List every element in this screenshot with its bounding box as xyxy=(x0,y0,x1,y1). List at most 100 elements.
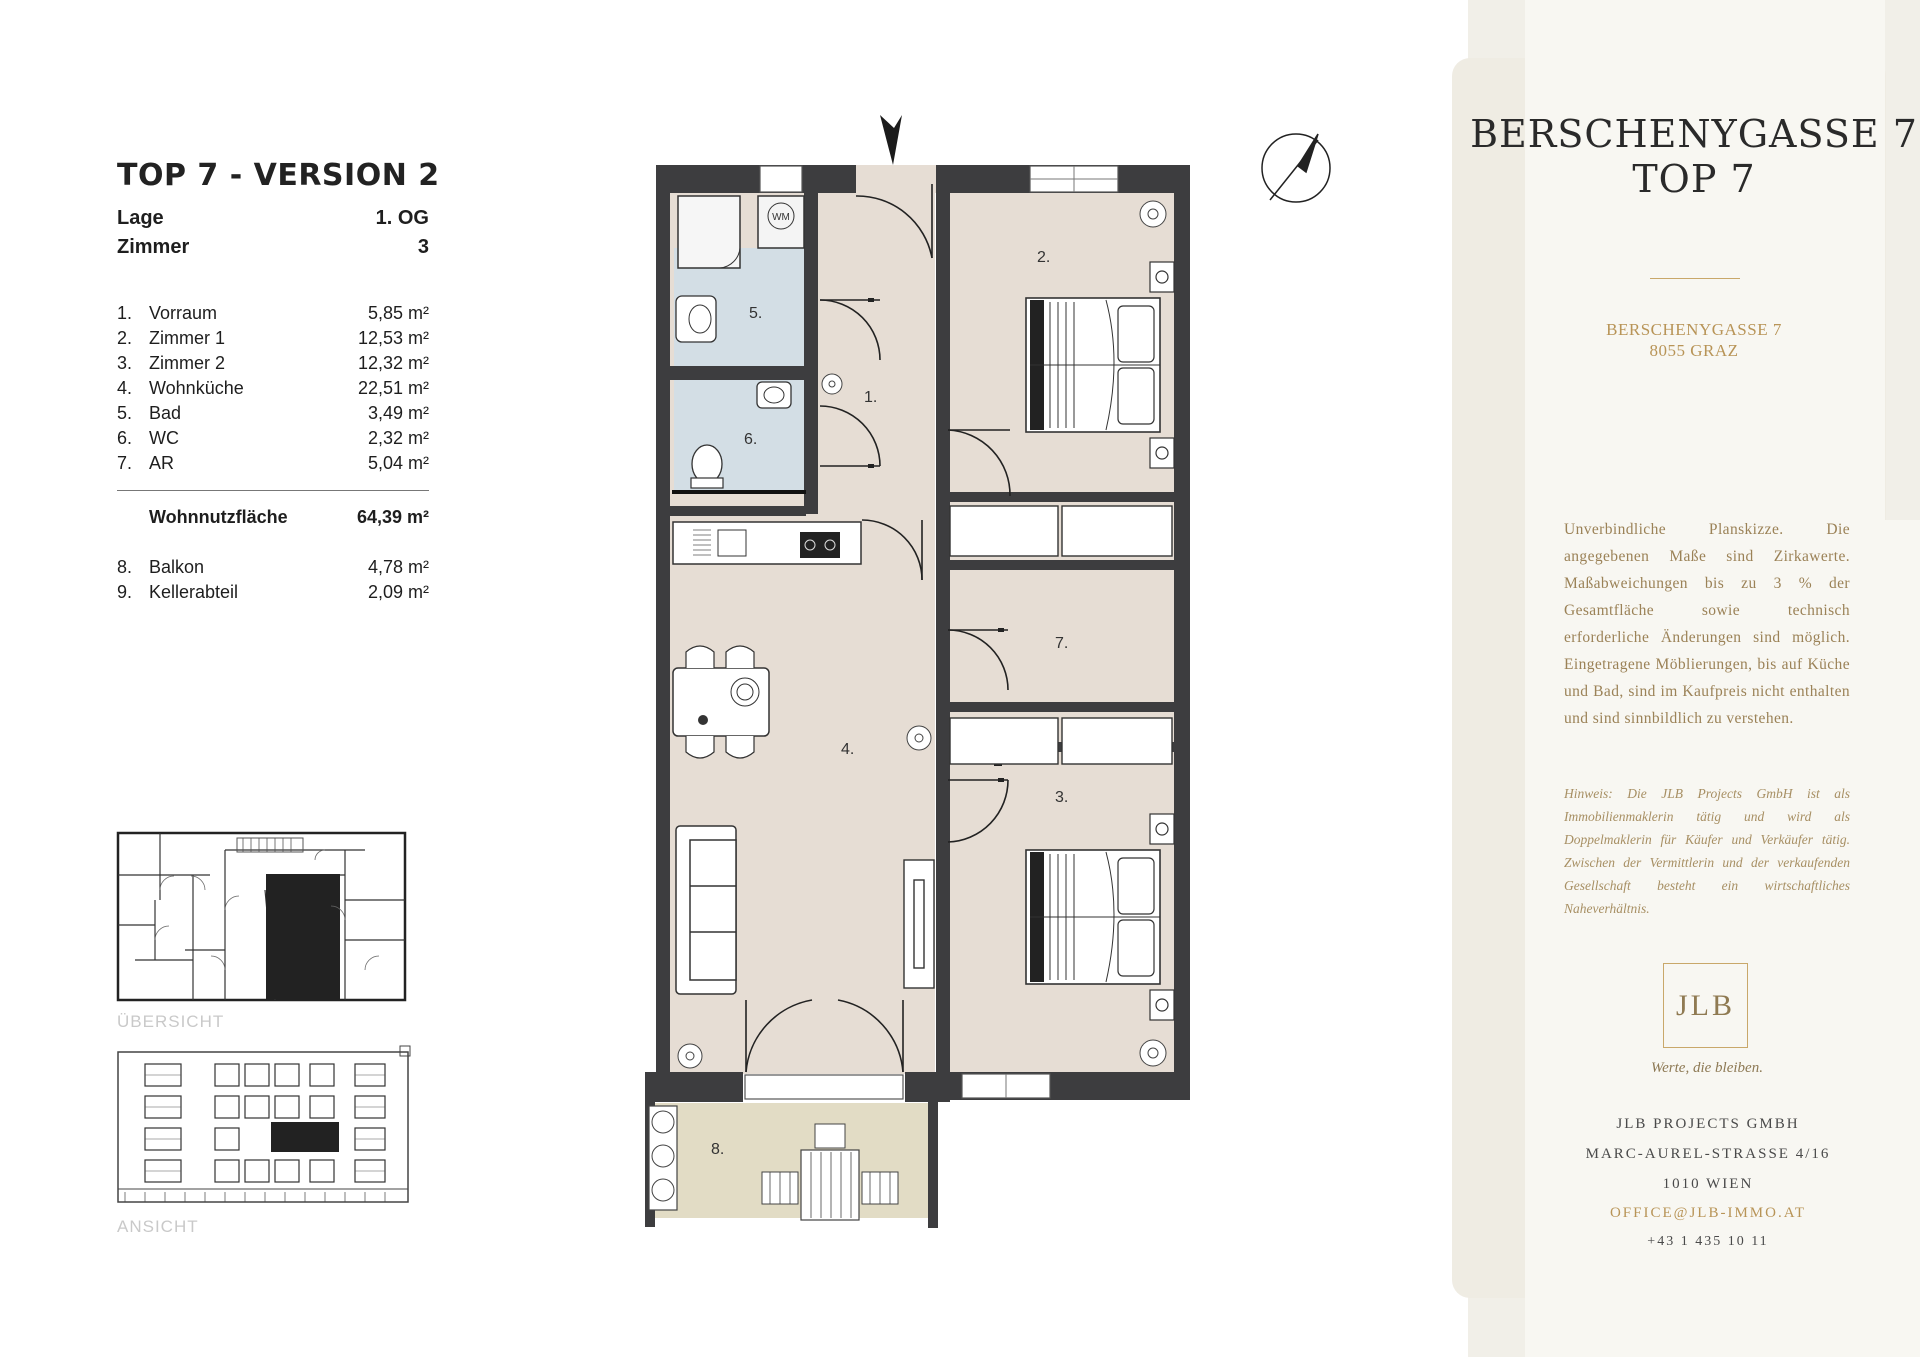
wardrobe xyxy=(949,717,1173,765)
floor-label: Lage xyxy=(117,207,164,229)
extra-row: 8. Balkon 4,78 m² xyxy=(117,555,429,580)
room-label-7: 7. xyxy=(1055,635,1068,652)
washing-machine-icon: WM xyxy=(757,195,805,249)
nightstands xyxy=(1149,261,1175,469)
room-name: AR xyxy=(149,453,175,473)
room-row: 7. AR 5,04 m² xyxy=(117,451,429,476)
room-number: 2. xyxy=(117,328,133,348)
room-name: WC xyxy=(149,428,179,448)
room-label-4: 4. xyxy=(841,741,854,758)
bed-icon xyxy=(1025,297,1161,433)
room-labels: 1. 2. 3. 4. 5. 6. 7. 8. xyxy=(711,249,1068,1158)
room-label-5: 5. xyxy=(749,305,762,322)
sink-icon xyxy=(756,381,792,409)
room-name: Vorraum xyxy=(149,303,218,323)
address-street: BERSCHENYGASSE 7 xyxy=(1606,320,1782,339)
overview-thumbnail xyxy=(116,831,407,1002)
room-name: Wohnküche xyxy=(149,378,244,398)
extra-row: 9. Kellerabteil 2,09 m² xyxy=(117,580,429,605)
shower-icon xyxy=(677,195,741,269)
stove-icon xyxy=(800,532,840,558)
company-email[interactable]: OFFICE@JLB-IMMO.AT xyxy=(1609,1205,1807,1221)
wardrobe xyxy=(949,505,1173,557)
north-arrow-icon xyxy=(1261,133,1331,203)
room-area: 12,53 m² xyxy=(357,328,429,348)
elevation-thumbnail xyxy=(117,1045,411,1203)
room-name: Zimmer 2 xyxy=(149,353,225,373)
room-area: 22,51 m² xyxy=(357,378,429,398)
company-name: JLB PROJECTS GMBH xyxy=(1616,1116,1800,1132)
sofa-icon xyxy=(675,825,737,995)
room-row: 5. Bad 3,49 m² xyxy=(117,401,429,426)
room-label-1: 1. xyxy=(864,389,877,406)
sidebar-tab xyxy=(1885,520,1920,1357)
room-row: 2. Zimmer 1 12,53 m² xyxy=(117,326,429,351)
room-label-8: 8. xyxy=(711,1141,724,1158)
total-area-label: Wohnnutzfläche xyxy=(149,507,288,527)
room-area: 2,32 m² xyxy=(367,428,429,448)
hint-text: Hinweis: Die JLB Projects GmbH ist als I… xyxy=(1564,786,1850,916)
room-label-2: 2. xyxy=(1037,249,1050,266)
room-row: 3. Zimmer 2 12,32 m² xyxy=(117,351,429,376)
company-logo: JLB xyxy=(1663,963,1748,1048)
nightstands xyxy=(1149,813,1175,1021)
room-name: Zimmer 1 xyxy=(149,328,225,348)
table-icon xyxy=(672,645,770,759)
room-area: 3,49 m² xyxy=(367,403,429,423)
extra-number: 8. xyxy=(117,557,133,577)
unit-title: TOP 7 - VERSION 2 xyxy=(117,158,440,193)
title-divider xyxy=(1650,278,1740,279)
room-area: 12,32 m² xyxy=(357,353,429,373)
total-area-row: Wohnnutzfläche 64,39 m² xyxy=(117,505,429,530)
divider xyxy=(117,490,429,491)
extra-areas: 8. Balkon 4,78 m² 9. Kellerabteil 2,09 m² xyxy=(117,555,429,605)
toilet-icon xyxy=(690,444,724,489)
balcony-furniture xyxy=(648,1105,899,1221)
company-phone[interactable]: +43 1 435 10 11 xyxy=(1647,1234,1769,1249)
floor-value: 1. OG xyxy=(375,207,429,229)
unit-info: TOP 7 - VERSION 2 Lage 1. OG Zimmer 3 1.… xyxy=(117,158,440,605)
room-area: 5,85 m² xyxy=(367,303,429,323)
floor-plan: WM xyxy=(645,115,1331,1228)
room-number: 1. xyxy=(117,303,133,323)
room-label-6: 6. xyxy=(744,431,757,448)
wm-label: WM xyxy=(772,212,790,223)
room-name: Bad xyxy=(149,403,182,423)
sidebar-inner xyxy=(1525,0,1885,1357)
rooms-count-value: 3 xyxy=(417,236,429,258)
room-number: 3. xyxy=(117,353,133,373)
rooms-count-row: Zimmer 3 xyxy=(117,236,429,259)
sink-icon xyxy=(675,295,717,343)
project-unit: TOP 7 xyxy=(1632,157,1756,201)
extra-number: 9. xyxy=(117,582,133,602)
room-row: 1. Vorraum 5,85 m² xyxy=(117,301,429,326)
rooms-count-label: Zimmer xyxy=(117,236,190,258)
total-area-value: 64,39 m² xyxy=(356,507,429,527)
project-title: BERSCHENYGASSE 7 xyxy=(1470,112,1918,156)
room-number: 6. xyxy=(117,428,133,448)
room-row: 6. WC 2,32 m² xyxy=(117,426,429,451)
address-city: 8055 GRAZ xyxy=(1649,341,1739,360)
room-number: 4. xyxy=(117,378,133,398)
extra-area: 4,78 m² xyxy=(367,557,429,577)
room-row: 4. Wohnküche 22,51 m² xyxy=(117,376,429,401)
extra-area: 2,09 m² xyxy=(367,582,429,602)
floor-row: Lage 1. OG xyxy=(117,207,429,230)
company-street: MARC-AUREL-STRASSE 4/16 xyxy=(1585,1146,1831,1162)
company-city: 1010 WIEN xyxy=(1662,1176,1754,1192)
bed-icon xyxy=(1025,849,1161,985)
entrance-arrow-icon xyxy=(880,115,902,165)
room-number: 5. xyxy=(117,403,133,423)
room-area: 5,04 m² xyxy=(367,453,429,473)
elevation-label: ANSICHT xyxy=(117,1217,199,1236)
disclaimer-text: Unverbindliche Planskizze. Die angegeben… xyxy=(1564,521,1850,727)
overview-label: ÜBERSICHT xyxy=(117,1012,225,1031)
extra-name: Kellerabteil xyxy=(149,582,239,602)
room-label-3: 3. xyxy=(1055,789,1068,806)
room-list: 1. Vorraum 5,85 m² 2. Zimmer 1 12,53 m² 3. Zi… xyxy=(117,301,429,605)
extra-name: Balkon xyxy=(149,557,205,577)
plant-icon xyxy=(677,200,1167,1069)
tv-unit xyxy=(903,859,935,989)
room-number: 7. xyxy=(117,453,133,473)
company-slogan: Werte, die bleiben. xyxy=(1651,1060,1763,1076)
